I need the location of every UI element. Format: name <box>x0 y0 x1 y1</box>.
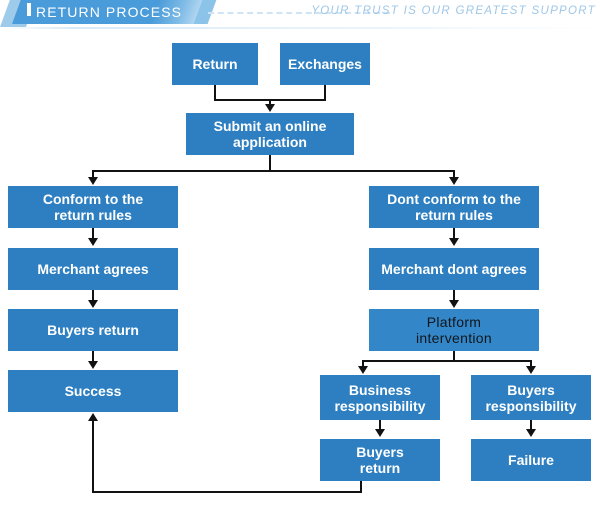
header-slogan: YOUR TRUST IS OUR GREATEST SUPPORT <box>311 5 596 17</box>
header-dashed-rule <box>208 12 390 14</box>
edge-submit-down <box>269 155 271 170</box>
edge-merge-stem <box>269 99 271 106</box>
arrow-into-buyers-return-right <box>375 429 385 437</box>
node-buyers-return-right[interactable]: Buyers return <box>320 439 440 481</box>
edge-split-right-stem <box>453 170 455 179</box>
edge-platform-right-stem <box>530 360 532 368</box>
arrow-into-business-responsibility <box>358 366 368 374</box>
edge-exchanges-down <box>324 85 326 99</box>
arrow-into-submit <box>265 104 275 112</box>
node-merchant-dont-agrees[interactable]: Merchant dont agrees <box>369 248 539 290</box>
arrow-into-platform <box>449 300 459 308</box>
node-buyers-return-left[interactable]: Buyers return <box>8 309 178 351</box>
node-return[interactable]: Return <box>172 43 258 85</box>
page-header: RETURN PROCESS YOUR TRUST IS OUR GREATES… <box>0 0 600 30</box>
arrow-into-merchant-agrees <box>88 238 98 246</box>
edge-conform-down <box>92 228 94 240</box>
node-business-responsibility[interactable]: Business responsibility <box>320 375 440 420</box>
edge-platform-left-stem <box>362 360 364 368</box>
node-buyers-responsibility[interactable]: Buyers responsibility <box>471 375 591 420</box>
arrow-into-merchant-dont-agree <box>449 238 459 246</box>
arrow-into-not-conform <box>449 177 459 185</box>
edge-split-bar <box>92 170 455 172</box>
edge-buyers-return-left-down <box>92 351 94 363</box>
node-conform-rules[interactable]: Conform to the return rules <box>8 186 178 228</box>
arrow-into-failure <box>526 429 536 437</box>
edge-platform-split-bar <box>362 360 532 362</box>
edge-feedback-down <box>360 481 362 493</box>
node-platform-intervention[interactable]: Platform intervention <box>369 309 539 351</box>
node-exchanges[interactable]: Exchanges <box>280 43 370 85</box>
node-failure[interactable]: Failure <box>471 439 591 481</box>
header-accent-bar-icon <box>27 3 31 16</box>
edge-feedback-horizontal <box>92 491 362 493</box>
edge-merchant-dont-agree-down <box>453 290 455 302</box>
arrow-into-success <box>88 361 98 369</box>
arrow-into-conform <box>88 177 98 185</box>
node-submit-application[interactable]: Submit an online application <box>186 113 354 155</box>
node-merchant-agrees[interactable]: Merchant agrees <box>8 248 178 290</box>
edge-platform-down <box>453 351 455 360</box>
edge-not-conform-down <box>453 228 455 240</box>
edge-business-resp-down <box>379 420 381 431</box>
arrow-into-buyers-return-left <box>88 300 98 308</box>
arrow-into-buyers-responsibility <box>526 366 536 374</box>
node-success[interactable]: Success <box>8 370 178 412</box>
header-underline <box>0 27 600 29</box>
page-title: RETURN PROCESS <box>36 4 183 20</box>
edge-return-down <box>214 85 216 99</box>
edge-split-left-stem <box>92 170 94 179</box>
edge-feedback-up <box>92 421 94 491</box>
edge-buyers-resp-down <box>530 420 532 431</box>
edge-merchant-agrees-down <box>92 290 94 302</box>
node-not-conform-rules[interactable]: Dont conform to the return rules <box>369 186 539 228</box>
arrow-feedback-into-success <box>88 413 98 421</box>
